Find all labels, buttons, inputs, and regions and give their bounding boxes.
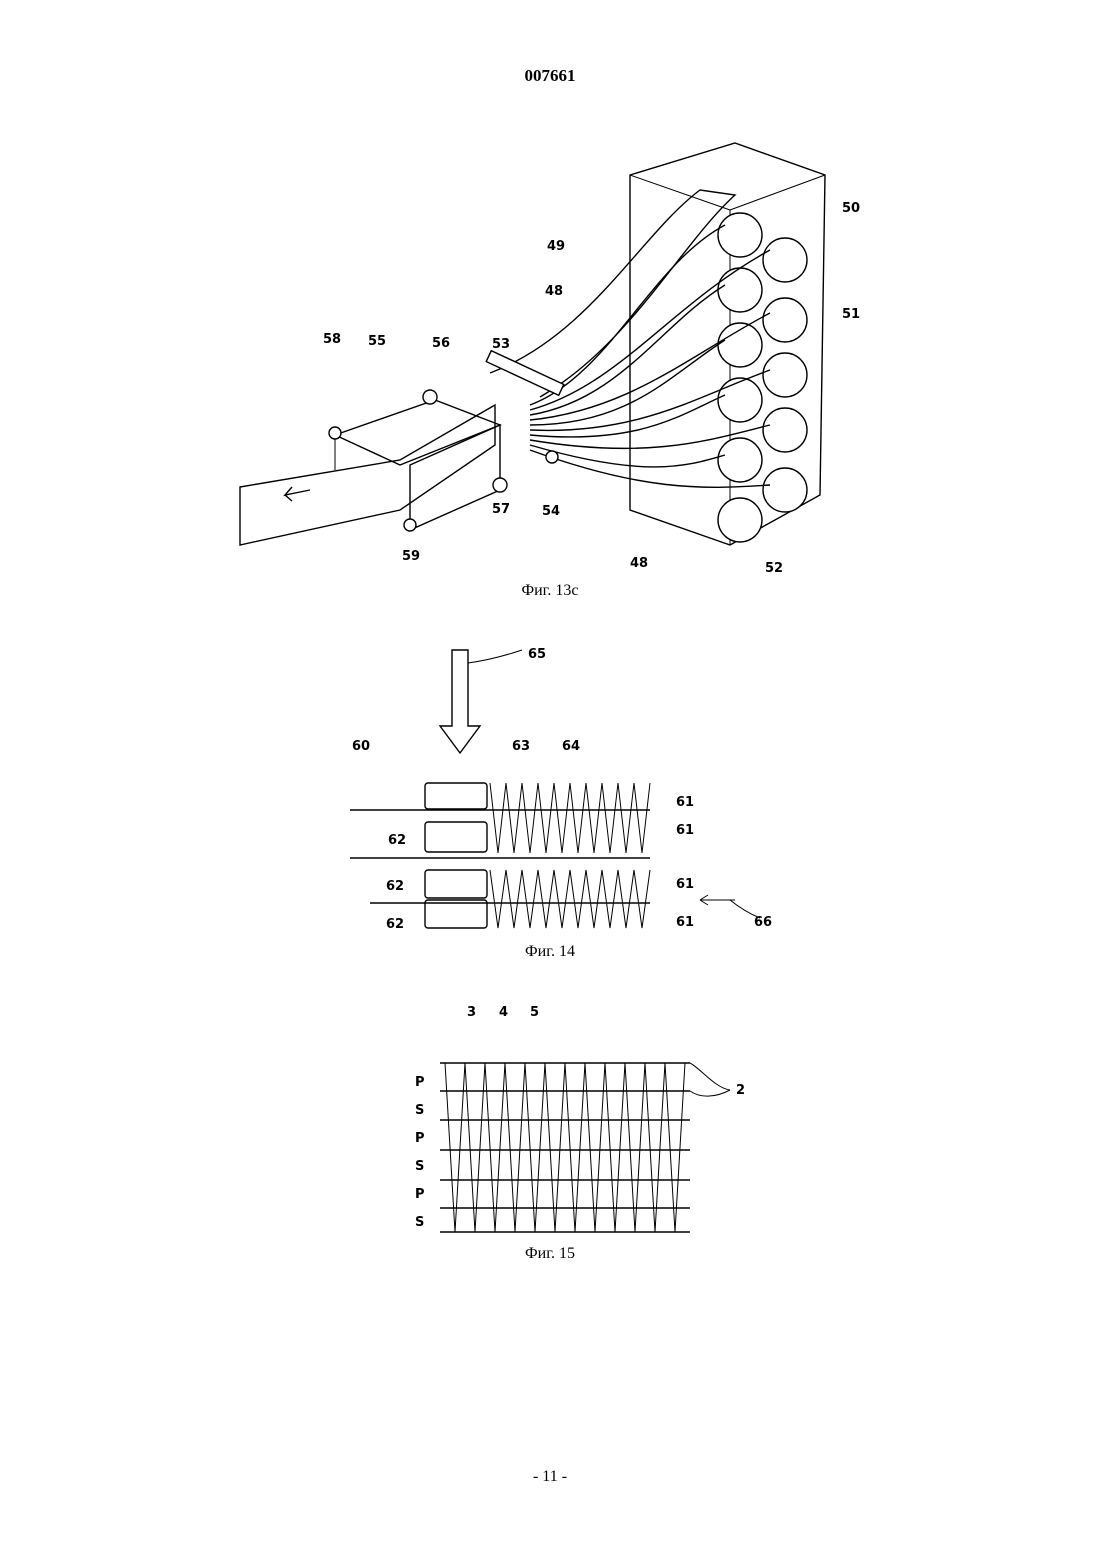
figure-14-drawing: 65 60 63 64 61 62 61 62 61 62 61 66 [340, 638, 790, 943]
label-3: 3 [467, 1005, 476, 1020]
label-66: 66 [754, 915, 772, 930]
output-arrow [285, 487, 310, 501]
label-62-b: 62 [386, 879, 404, 894]
grid-lines [440, 1063, 690, 1232]
document-number: 007661 [0, 66, 1100, 86]
label-54: 54 [542, 504, 560, 519]
label-61-d: 61 [676, 915, 694, 930]
press-side [410, 425, 500, 530]
label-65: 65 [528, 647, 546, 662]
row-label-s: S [415, 1103, 424, 1118]
label-4: 4 [499, 1005, 508, 1020]
label-48-top: 48 [545, 284, 563, 299]
label-59: 59 [402, 549, 420, 564]
page-footer: - 11 - [0, 1468, 1100, 1486]
label-48-bottom: 48 [630, 556, 648, 571]
label-51: 51 [842, 307, 860, 322]
label-58: 58 [323, 332, 341, 347]
label-60: 60 [352, 739, 370, 754]
label-2: 2 [736, 1083, 745, 1098]
press-arrow [440, 650, 480, 753]
figure-13c-drawing: 50 49 48 51 53 58 55 56 57 54 59 48 52 [230, 135, 880, 580]
roll-53 [486, 351, 564, 396]
label-62-c: 62 [386, 917, 404, 932]
label-50: 50 [842, 201, 860, 216]
label-64: 64 [562, 739, 580, 754]
row-label-p: P [415, 1187, 425, 1202]
web-top [490, 190, 735, 397]
row-label-p: P [415, 1075, 425, 1090]
figure-15-caption: Фиг. 15 [0, 1245, 1100, 1263]
laminate-stack [240, 405, 495, 545]
fin-rows [490, 783, 650, 928]
label-61-a: 61 [676, 795, 694, 810]
label-57: 57 [492, 502, 510, 517]
label-63: 63 [512, 739, 530, 754]
rollers [718, 213, 807, 542]
label-5: 5 [530, 1005, 539, 1020]
lattice [445, 1063, 685, 1232]
label-61-b: 61 [676, 823, 694, 838]
profiles [425, 783, 487, 928]
label-61-c: 61 [676, 877, 694, 892]
label-53: 53 [492, 337, 510, 352]
row-label-s: S [415, 1215, 424, 1230]
label-55: 55 [368, 334, 386, 349]
figure-14-caption: Фиг. 14 [0, 943, 1100, 961]
figure-13c-caption: Фиг. 13с [0, 582, 1100, 600]
figure-15-drawing: 3 4 5 2 P S P S P S [400, 998, 760, 1240]
press-top [335, 400, 500, 465]
label-49: 49 [547, 239, 565, 254]
label-62-a: 62 [388, 833, 406, 848]
label-52: 52 [765, 561, 783, 576]
row-label-s: S [415, 1159, 424, 1174]
row-label-p: P [415, 1131, 425, 1146]
label-56: 56 [432, 336, 450, 351]
